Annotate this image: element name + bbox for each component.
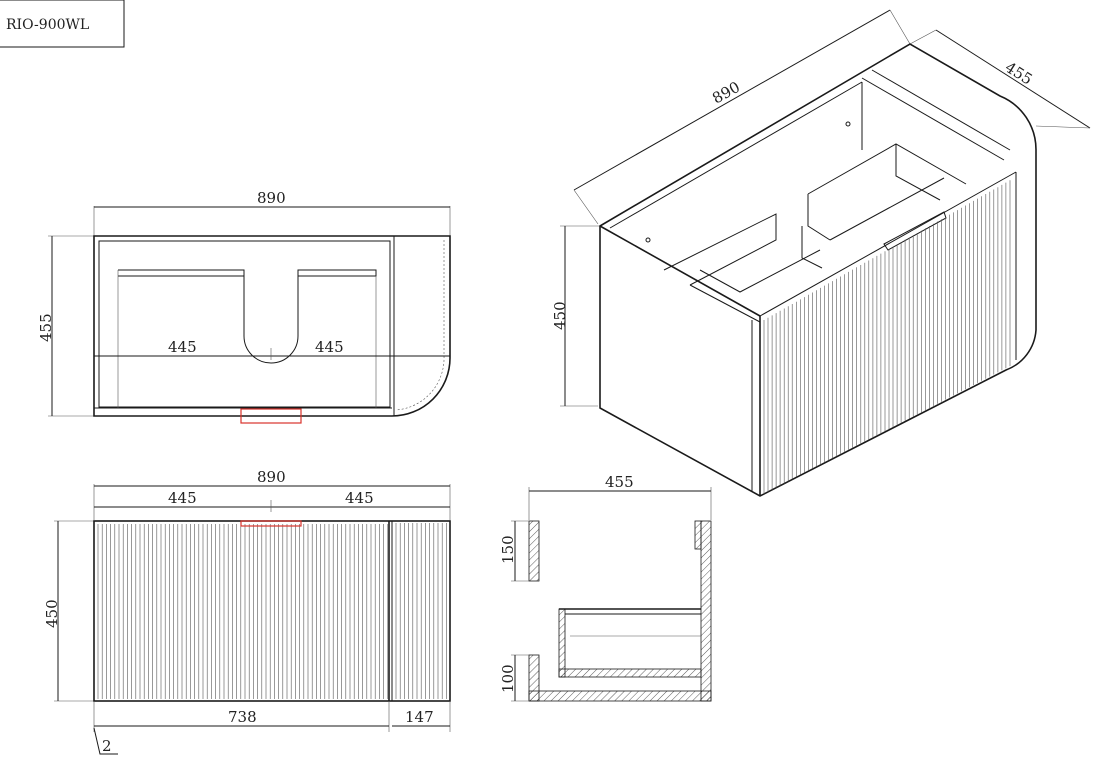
top-rail-label: 150 bbox=[499, 535, 517, 564]
door-width-label: 738 bbox=[228, 708, 257, 726]
side-width-label: 147 bbox=[405, 708, 434, 726]
gap-label: 2 bbox=[102, 737, 112, 755]
handle-top-view bbox=[240, 408, 302, 424]
top-view: 890 455 445 445 bbox=[37, 189, 451, 424]
top-width-label: 890 bbox=[257, 189, 286, 207]
iso-flutes bbox=[763, 180, 1011, 494]
top-right-half-label: 445 bbox=[315, 338, 344, 356]
front-view: 890 445 445 450 738 147 2 bbox=[43, 468, 451, 755]
iso-depth-label: 455 bbox=[1002, 58, 1036, 88]
front-width-label: 890 bbox=[257, 468, 286, 486]
bottom-rail-label: 100 bbox=[499, 664, 517, 693]
side-flutes bbox=[395, 523, 447, 699]
front-flutes bbox=[97, 524, 389, 699]
model-label: RIO-900WL bbox=[6, 17, 89, 33]
top-depth-label: 455 bbox=[37, 313, 55, 342]
front-right-half-label: 445 bbox=[345, 489, 374, 507]
front-height-label: 450 bbox=[43, 599, 61, 628]
handle-front-view bbox=[240, 520, 302, 527]
isometric-view: 890 455 450 bbox=[551, 9, 1091, 497]
top-left-half-label: 445 bbox=[168, 338, 197, 356]
section-depth-label: 455 bbox=[605, 473, 634, 491]
model-label-box: RIO-900WL bbox=[0, 0, 125, 48]
iso-height-label: 450 bbox=[551, 301, 569, 330]
front-left-half-label: 445 bbox=[168, 489, 197, 507]
section-view: 455 150 100 bbox=[499, 473, 712, 702]
